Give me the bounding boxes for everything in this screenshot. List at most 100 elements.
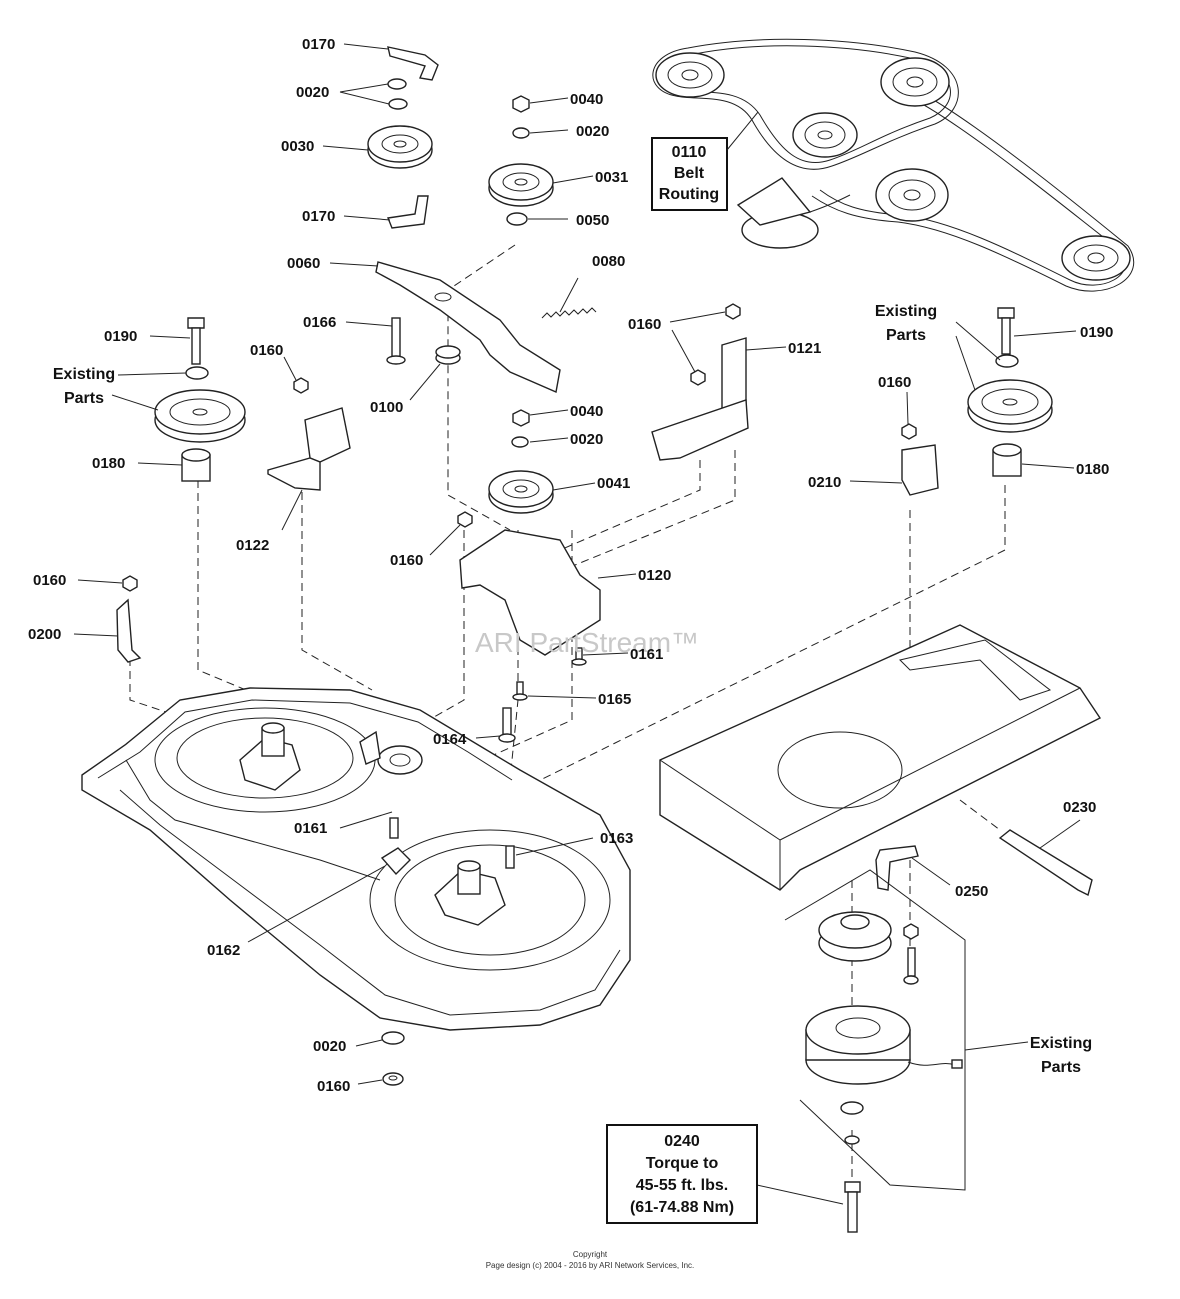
label-0100: 0100 <box>370 399 403 416</box>
pulley-left-existing <box>154 389 246 443</box>
idler-bracket-0170-lower <box>387 195 429 229</box>
mower-deck <box>81 687 631 1031</box>
nut-icon <box>293 377 309 394</box>
tractor-frame <box>659 624 1102 891</box>
copyright-footer: Copyright Page design (c) 2004 - 2016 by… <box>486 1250 695 1270</box>
label-0164: 0164 <box>433 731 467 748</box>
bracket-0200 <box>116 598 142 663</box>
nut-icon <box>901 423 917 440</box>
existing-parts-note-left: Existing Parts <box>53 366 115 407</box>
svg-text:Parts: Parts <box>64 390 104 407</box>
spacer-0180-left <box>181 448 211 482</box>
label-0160: 0160 <box>628 316 661 333</box>
svg-text:0240: 0240 <box>664 1133 700 1150</box>
label-0060: 0060 <box>287 255 320 272</box>
washer-icon <box>387 78 407 90</box>
pulley-icon <box>880 57 950 107</box>
label-0020: 0020 <box>296 84 329 101</box>
label-0162: 0162 <box>207 942 240 959</box>
pulley-icon <box>1061 235 1131 281</box>
label-0121: 0121 <box>788 340 821 357</box>
bracket-0122 <box>267 407 351 491</box>
svg-text:45-55 ft. lbs.: 45-55 ft. lbs. <box>636 1177 728 1194</box>
engine-pulley <box>818 911 892 962</box>
nut-icon <box>382 1072 404 1086</box>
washer-icon <box>511 436 529 448</box>
svg-text:Parts: Parts <box>1041 1059 1081 1076</box>
label-0050: 0050 <box>576 212 609 229</box>
nut-icon <box>122 575 138 592</box>
pulley-right-existing <box>967 379 1053 433</box>
label-0161: 0161 <box>630 646 663 663</box>
bolt-0164 <box>498 707 516 743</box>
label-0210: 0210 <box>808 474 841 491</box>
label-0020: 0020 <box>570 431 603 448</box>
label-0190: 0190 <box>104 328 137 345</box>
washer-icon <box>840 1101 864 1115</box>
label-0160: 0160 <box>317 1078 350 1095</box>
washer-icon <box>388 98 408 110</box>
label-0165: 0165 <box>598 691 631 708</box>
clutch-bracket-icon <box>736 177 851 249</box>
spindle-left <box>239 722 301 791</box>
bracket-0230 <box>998 829 1093 897</box>
idler-arm-0060 <box>375 261 561 393</box>
bolt-0190-right <box>997 307 1015 355</box>
label-0040: 0040 <box>570 403 603 420</box>
spring-0080 <box>541 307 597 319</box>
bracket-0250 <box>875 845 919 891</box>
pulley-icon <box>875 168 949 222</box>
svg-text:Existing: Existing <box>53 366 115 383</box>
bolt-0165 <box>512 681 528 701</box>
label-0250: 0250 <box>955 883 988 900</box>
torque-note-box: 0240 Torque to 45-55 ft. lbs. (61-74.88 … <box>606 1124 758 1224</box>
idler-bracket-0170-top <box>387 46 439 81</box>
nut-icon <box>690 369 706 386</box>
label-0122: 0122 <box>236 537 269 554</box>
svg-text:(61-74.88 Nm): (61-74.88 Nm) <box>630 1199 734 1216</box>
svg-text:Page design (c) 2004 - 2016 by: Page design (c) 2004 - 2016 by ARI Netwo… <box>486 1261 695 1270</box>
label-0200: 0200 <box>28 626 61 643</box>
label-0160: 0160 <box>878 374 911 391</box>
washer-icon <box>844 1135 860 1145</box>
bolt-0240 <box>844 1181 861 1233</box>
bolt-0161 <box>571 647 587 666</box>
washer-icon <box>381 1031 405 1045</box>
washer-icon <box>185 366 209 380</box>
leader-lines <box>73 43 1081 1205</box>
washer-icon <box>506 212 528 226</box>
washer-icon <box>995 354 1019 368</box>
label-0160: 0160 <box>250 342 283 359</box>
label-0161: 0161 <box>294 820 327 837</box>
svg-text:Routing: Routing <box>659 186 719 203</box>
svg-text:0110: 0110 <box>672 144 707 161</box>
svg-text:Existing: Existing <box>1030 1035 1092 1052</box>
label-0230: 0230 <box>1063 799 1096 816</box>
label-0180: 0180 <box>92 455 125 472</box>
nut-icon <box>512 409 530 427</box>
label-0040: 0040 <box>570 91 603 108</box>
bracket-0121 <box>651 337 749 461</box>
spindle-right <box>434 860 506 926</box>
nut-icon <box>725 303 741 320</box>
svg-text:Existing: Existing <box>875 303 937 320</box>
svg-text:Copyright: Copyright <box>573 1250 608 1259</box>
pulley-icon <box>655 52 725 98</box>
bolt-0166 <box>386 317 406 365</box>
nut-icon <box>512 95 530 113</box>
label-0080: 0080 <box>592 253 625 270</box>
bolt-0190-left <box>187 317 205 365</box>
bracket-0120 <box>459 529 601 656</box>
svg-text:Parts: Parts <box>886 327 926 344</box>
belt-routing-label: 0110 Belt Routing <box>651 111 759 211</box>
pulley-icon <box>792 112 858 158</box>
label-0020: 0020 <box>576 123 609 140</box>
label-0160: 0160 <box>390 552 423 569</box>
belt-routing-illustration <box>652 38 1135 292</box>
label-0180: 0180 <box>1076 461 1109 478</box>
nut-icon <box>457 511 473 528</box>
watermark: ARI PartStream™ <box>475 627 699 658</box>
deflector-0210 <box>901 444 939 496</box>
pulley-0030 <box>367 125 433 169</box>
